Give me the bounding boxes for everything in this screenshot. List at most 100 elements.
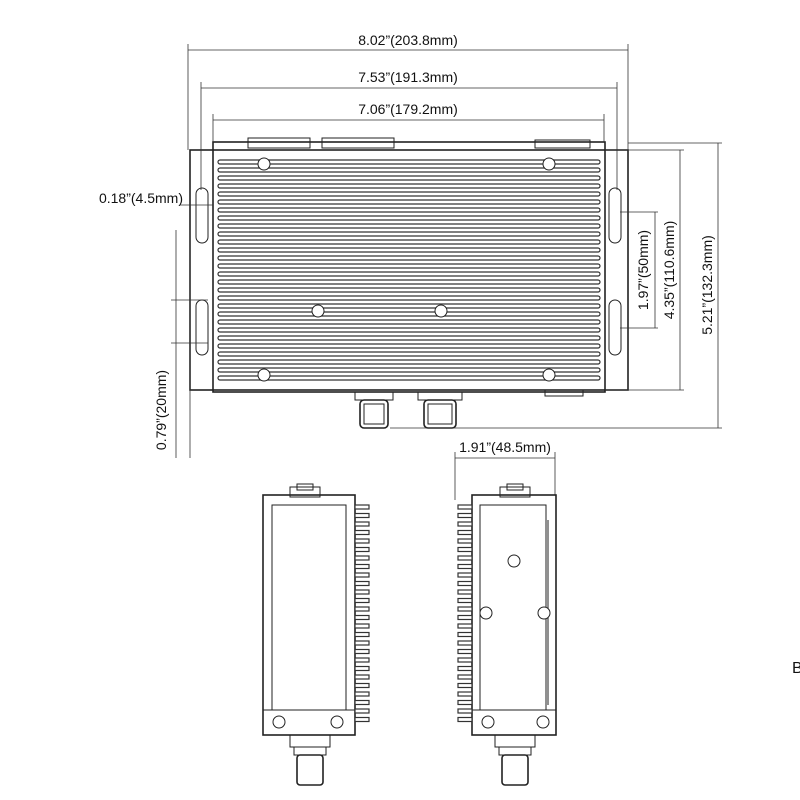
overall-height-label: 5.21”(132.3mm) xyxy=(699,235,715,335)
fin-line xyxy=(217,271,601,277)
fin-line xyxy=(354,580,370,587)
screw-icon xyxy=(537,606,551,620)
fin-line xyxy=(354,606,370,612)
fin-line xyxy=(457,555,473,561)
fin-line xyxy=(217,279,601,285)
fin-line xyxy=(354,716,370,723)
fin-line xyxy=(457,716,473,723)
fin-line xyxy=(217,191,601,197)
screw-icon xyxy=(542,368,556,382)
fin-line xyxy=(457,512,473,519)
fin-line xyxy=(457,563,473,570)
fin-line xyxy=(217,359,601,365)
fin-line xyxy=(354,691,370,697)
fin-line xyxy=(457,691,473,697)
fin-line xyxy=(354,682,370,689)
fin-line xyxy=(457,572,473,578)
fin-line xyxy=(457,580,473,587)
fin-line xyxy=(354,589,370,595)
mount-slot xyxy=(195,299,209,356)
fin-line xyxy=(354,623,370,629)
screw-icon xyxy=(542,157,556,171)
screw-icon xyxy=(479,606,493,620)
fin-line xyxy=(354,640,370,646)
dimension-labels: 8.02”(203.8mm) 7.53”(191.3mm) 7.06”(179.… xyxy=(99,32,715,455)
fin-line xyxy=(354,708,370,714)
fin-line xyxy=(457,504,473,510)
fin-line xyxy=(217,215,601,221)
fin-line xyxy=(217,375,601,381)
mount-slot xyxy=(608,299,622,356)
screw-icon xyxy=(257,368,271,382)
fin-line xyxy=(217,367,601,373)
screw-icon xyxy=(536,715,550,729)
screw-icon xyxy=(434,304,448,318)
heatsink-fins xyxy=(354,504,370,723)
fin-line xyxy=(354,538,370,544)
dimension-lines xyxy=(171,44,722,500)
fin-line xyxy=(217,319,601,325)
fin-line xyxy=(354,512,370,519)
fin-line xyxy=(354,614,370,621)
screw-icon xyxy=(481,715,495,729)
fin-line xyxy=(457,623,473,629)
fin-line xyxy=(217,175,601,181)
slot-width-label: 0.18”(4.5mm) xyxy=(99,190,183,206)
fin-line xyxy=(457,538,473,544)
fin-line xyxy=(217,343,601,349)
fin-line xyxy=(217,239,601,245)
body-height-label: 4.35”(110.6mm) xyxy=(661,221,677,320)
top-connector-2 xyxy=(321,137,395,149)
fin-line xyxy=(217,263,601,269)
overall-width-label: 8.02”(203.8mm) xyxy=(358,32,458,48)
side-depth-label: 1.91”(48.5mm) xyxy=(459,439,551,455)
antenna-connector xyxy=(494,734,536,786)
fin-line xyxy=(217,199,601,205)
fin-line xyxy=(354,572,370,578)
fin-line xyxy=(354,555,370,561)
fin-line xyxy=(457,708,473,714)
fin-line xyxy=(217,159,601,165)
fin-line xyxy=(354,521,370,527)
fin-line xyxy=(217,303,601,309)
side-view-right xyxy=(457,483,557,786)
fin-line xyxy=(354,563,370,570)
fin-line xyxy=(457,529,473,536)
fin-line xyxy=(217,231,601,237)
fin-line xyxy=(354,674,370,680)
antenna-connector-right xyxy=(417,391,463,429)
fin-line xyxy=(217,207,601,213)
mount-slot xyxy=(608,187,622,244)
antenna-connector-left xyxy=(354,391,394,429)
connector-top xyxy=(289,486,321,498)
mount-width-label: 7.53”(191.3mm) xyxy=(358,69,458,85)
fin-line xyxy=(217,295,601,301)
corner-label: B xyxy=(792,660,800,677)
screws xyxy=(257,157,556,382)
top-view xyxy=(189,137,629,429)
bracket-depth-label: 0.79”(20mm) xyxy=(153,370,169,450)
antenna-connector xyxy=(289,734,331,786)
top-connector-3 xyxy=(534,139,591,149)
fin-line xyxy=(217,311,601,317)
screw-icon xyxy=(330,715,344,729)
fin-line xyxy=(457,665,473,672)
fin-line xyxy=(457,657,473,663)
fin-line xyxy=(457,631,473,638)
fin-line xyxy=(217,351,601,357)
fin-line xyxy=(217,223,601,229)
screw-icon xyxy=(257,157,271,171)
heatsink-fins xyxy=(457,504,473,723)
heatsink-fins xyxy=(217,159,601,381)
connector-top xyxy=(499,486,531,498)
fin-line xyxy=(217,335,601,341)
side-view-left xyxy=(262,483,370,786)
fin-line xyxy=(457,597,473,604)
fin-line xyxy=(354,665,370,672)
body-width-label: 7.06”(179.2mm) xyxy=(358,101,458,117)
fin-line xyxy=(217,327,601,333)
side-body xyxy=(262,494,356,736)
fin-line xyxy=(354,631,370,638)
fin-line xyxy=(354,597,370,604)
